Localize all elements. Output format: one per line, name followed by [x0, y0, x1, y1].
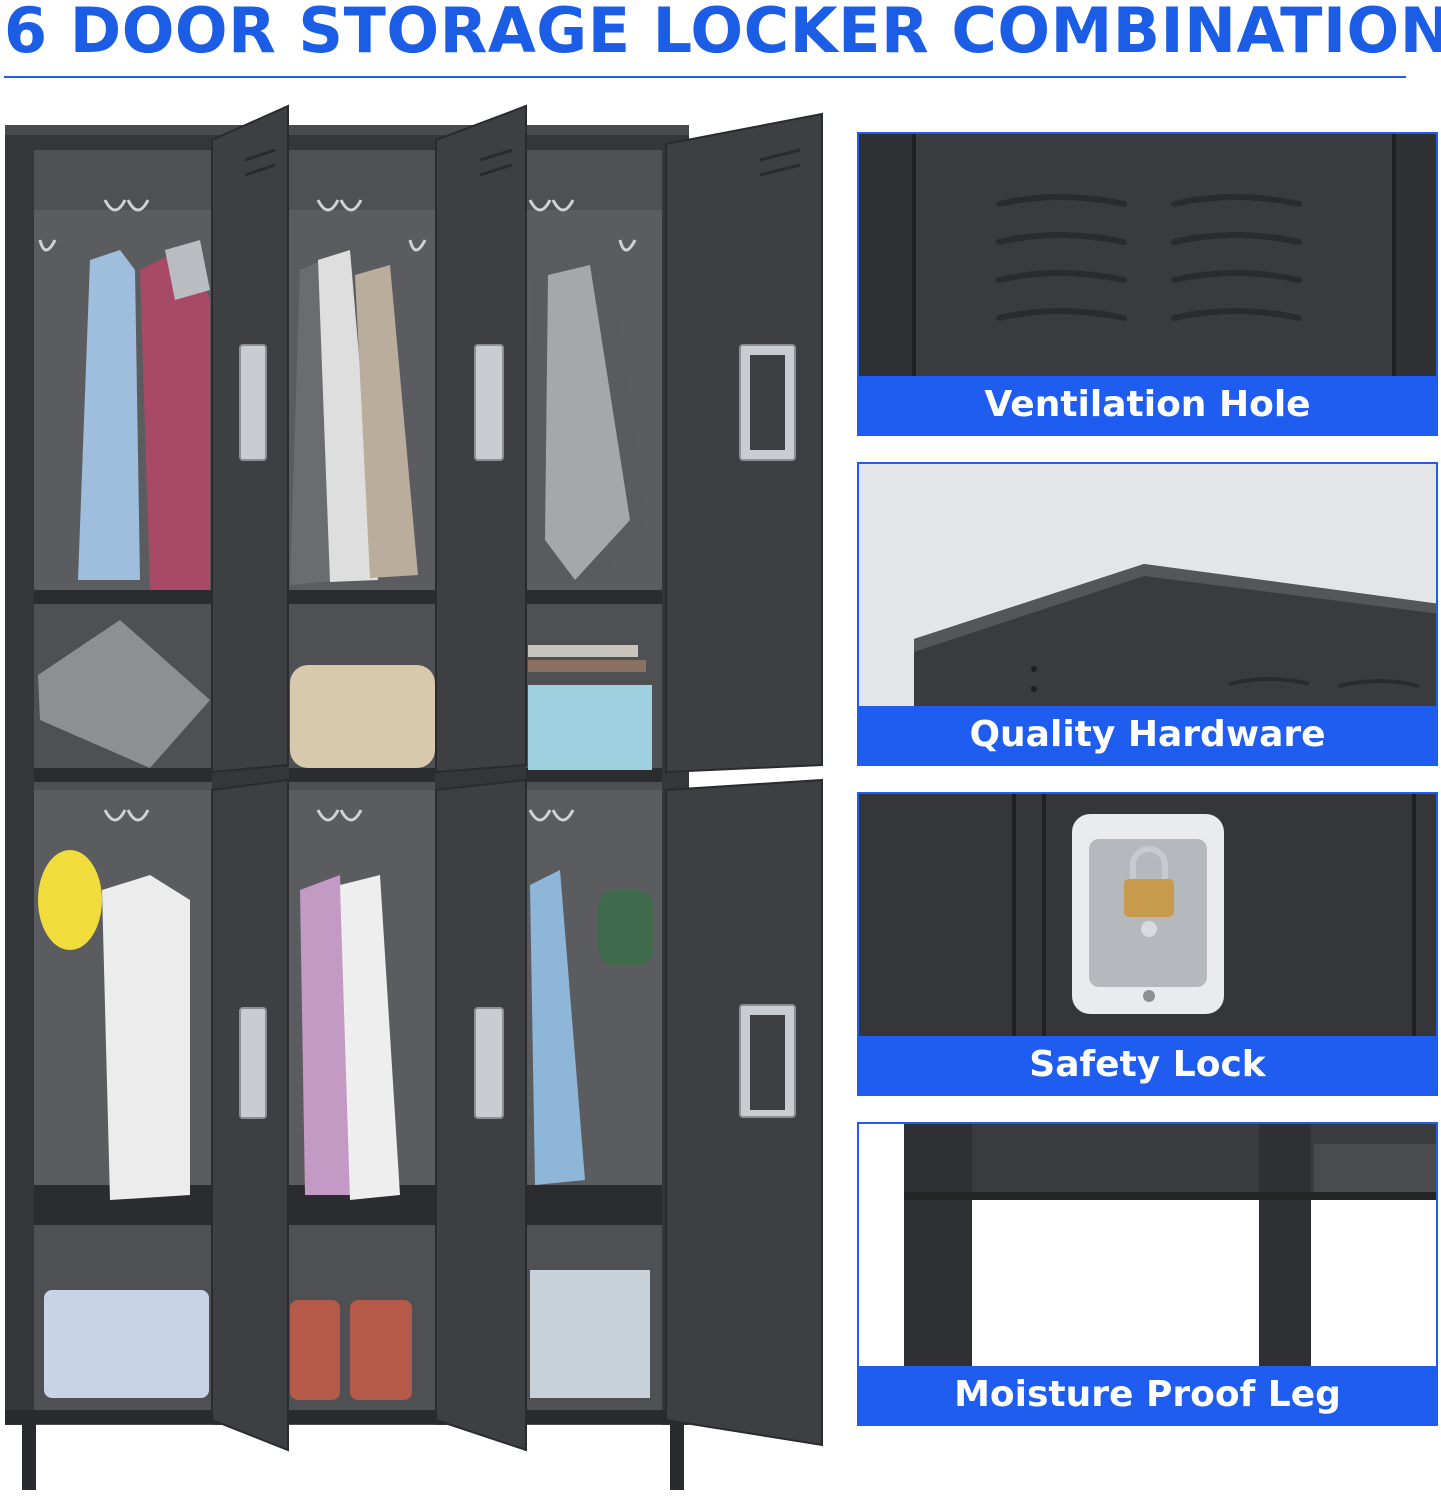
- locker-product-image: [0, 100, 830, 1500]
- feature-label-leg: Moisture Proof Leg: [859, 1366, 1436, 1424]
- feature-label-hardware: Quality Hardware: [859, 706, 1436, 764]
- feature-panel-hardware: Quality Hardware: [857, 462, 1438, 766]
- feature-label-ventilation: Ventilation Hole: [859, 376, 1436, 434]
- feature-panel-lock: Safety Lock: [857, 792, 1438, 1096]
- locker-illustration: [5, 104, 823, 1490]
- title-divider: [4, 76, 1406, 78]
- feature-panel-leg: Moisture Proof Leg: [857, 1122, 1438, 1426]
- feature-panel-ventilation: Ventilation Hole: [857, 132, 1438, 436]
- feature-label-lock: Safety Lock: [859, 1036, 1436, 1094]
- page-title: 6 DOOR STORAGE LOCKER COMBINATION: [4, 0, 1441, 67]
